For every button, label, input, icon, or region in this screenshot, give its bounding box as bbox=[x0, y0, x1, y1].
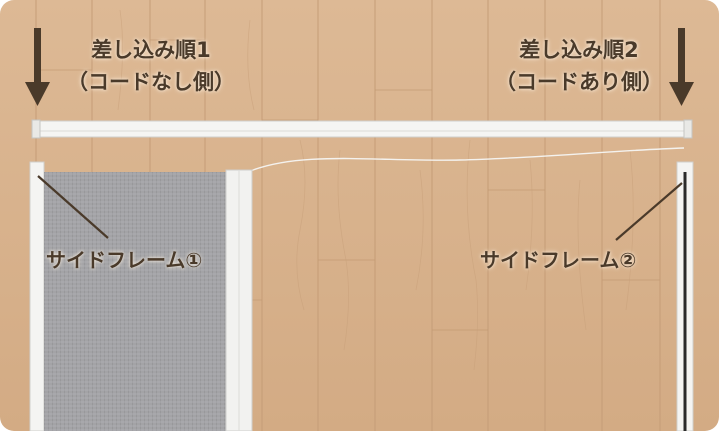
arrow-down-icon bbox=[669, 28, 694, 106]
side-frame-1-outer-rail bbox=[29, 161, 45, 431]
step-2-title: 差し込み順2 bbox=[519, 38, 639, 62]
step-2-label: 差し込み順2 （コードあり側） bbox=[484, 34, 674, 98]
top-rail-end-cap-left bbox=[31, 119, 41, 139]
top-rail-end-cap-right bbox=[683, 119, 693, 139]
step-2-subtitle: （コードあり側） bbox=[495, 70, 663, 94]
pointer-line-frame-1 bbox=[37, 175, 109, 239]
top-rail bbox=[33, 120, 691, 138]
side-frame-1-label: サイドフレーム① bbox=[46, 248, 203, 272]
screen-mesh bbox=[44, 172, 228, 431]
side-frame-2-label: サイドフレーム② bbox=[480, 248, 637, 272]
pointer-line-frame-2 bbox=[615, 182, 683, 241]
cord bbox=[247, 147, 685, 173]
step-1-subtitle: （コードなし側） bbox=[67, 70, 235, 94]
step-1-label: 差し込み順1 （コードなし側） bbox=[56, 34, 246, 98]
arrow-down-icon bbox=[25, 28, 50, 106]
step-1-title: 差し込み順1 bbox=[91, 38, 211, 62]
